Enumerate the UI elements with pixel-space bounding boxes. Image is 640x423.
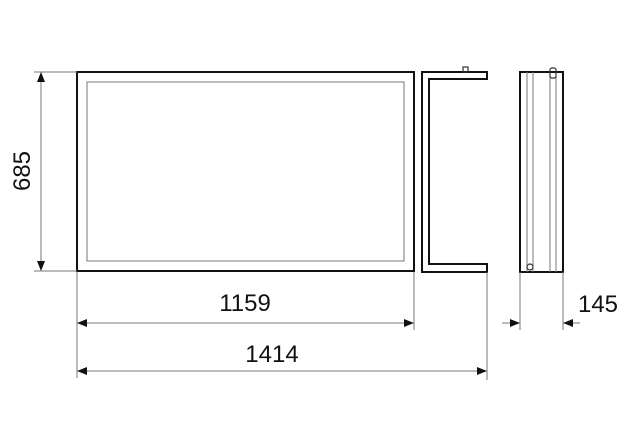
front-view bbox=[76, 71, 415, 272]
side-pin bbox=[526, 263, 534, 271]
inner-width-label: 1159 bbox=[219, 290, 271, 317]
side-outline bbox=[519, 71, 564, 273]
width-dimensions: 1159 1414 bbox=[76, 272, 487, 378]
overall-width-label: 1414 bbox=[245, 341, 298, 368]
side-knob bbox=[549, 67, 557, 79]
depth-dimension: 145 bbox=[502, 291, 618, 327]
height-label: 685 bbox=[9, 151, 36, 191]
height-dimension: 685 bbox=[9, 71, 77, 272]
depth-label: 145 bbox=[578, 291, 618, 318]
side-view bbox=[519, 67, 564, 330]
bracket-view bbox=[421, 66, 488, 380]
bracket-tab bbox=[462, 66, 469, 73]
inner-panel bbox=[86, 81, 405, 262]
outer-frame bbox=[76, 71, 415, 272]
bracket-outline bbox=[421, 71, 488, 273]
